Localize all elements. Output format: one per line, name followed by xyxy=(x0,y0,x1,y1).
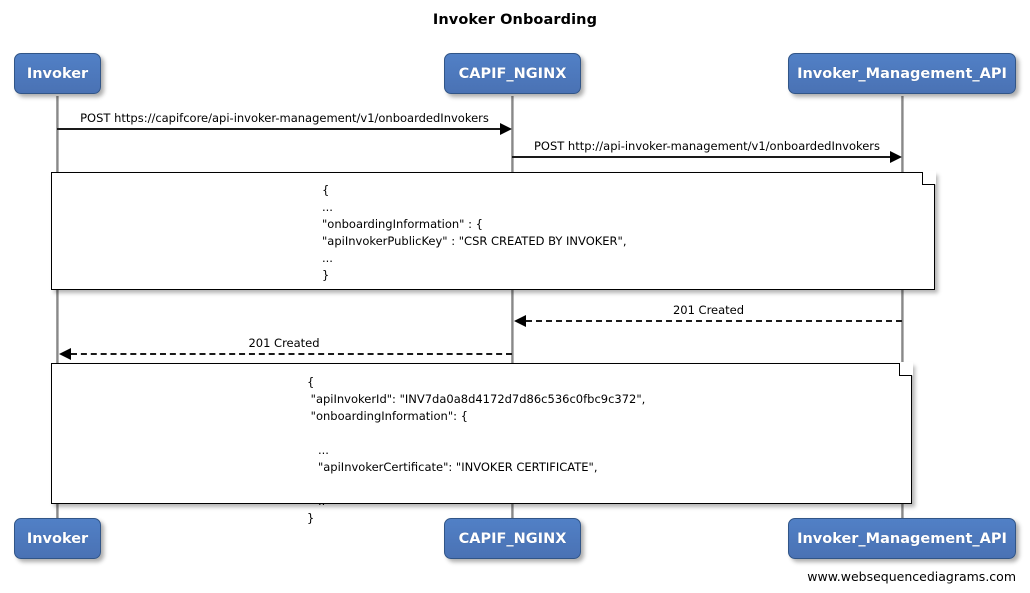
message-line-3 xyxy=(526,320,902,322)
message-arrowhead-1 xyxy=(500,123,512,135)
lifeline-capif-nginx xyxy=(511,96,514,518)
message-arrowhead-3 xyxy=(514,315,526,327)
message-line-2 xyxy=(512,156,895,158)
lifeline-invoker-management-api xyxy=(901,96,904,518)
participant-capif-nginx-top[interactable]: CAPIF_NGINX xyxy=(444,53,581,94)
participant-invoker-management-api-bottom[interactable]: Invoker_Management_API xyxy=(788,518,1016,559)
participant-label: Invoker xyxy=(26,65,89,82)
participant-invoker-top[interactable]: Invoker xyxy=(14,53,101,94)
note-response-body: { "apiInvokerId": "INV7da0a8d4172d7d86c5… xyxy=(51,362,913,525)
note-fold-icon xyxy=(922,172,935,185)
participant-label: Invoker_Management_API xyxy=(797,65,1007,82)
note-response-body-text: { "apiInvokerId": "INV7da0a8d4172d7d86c5… xyxy=(307,375,646,525)
page-title: Invoker Onboarding xyxy=(432,12,598,28)
message-line-1 xyxy=(57,128,505,130)
participant-label: Invoker_Management_API xyxy=(797,530,1007,547)
note-fold-icon xyxy=(899,363,912,376)
message-arrowhead-4 xyxy=(59,348,71,360)
message-label-3: 201 Created xyxy=(672,303,745,317)
note-request-body: { ... "onboardingInformation" : { "apiIn… xyxy=(51,171,936,290)
participant-invoker-management-api-top[interactable]: Invoker_Management_API xyxy=(788,53,1016,94)
participant-label: CAPIF_NGINX xyxy=(458,65,567,82)
message-arrowhead-2 xyxy=(890,151,902,163)
participant-invoker-bottom[interactable]: Invoker xyxy=(14,518,101,559)
lifeline-invoker xyxy=(56,96,59,518)
footer-credit: www.websequencediagrams.com xyxy=(807,569,1016,584)
participant-label: CAPIF_NGINX xyxy=(458,530,567,547)
message-label-2: POST http://api-invoker-management/v1/on… xyxy=(533,139,881,153)
message-line-4 xyxy=(71,353,512,355)
message-label-4: 201 Created xyxy=(248,336,320,350)
participant-label: Invoker xyxy=(26,530,89,547)
note-request-body-text: { ... "onboardingInformation" : { "apiIn… xyxy=(322,183,627,282)
participant-capif-nginx-bottom[interactable]: CAPIF_NGINX xyxy=(444,518,581,559)
message-label-1: POST https://capifcore/api-invoker-manag… xyxy=(80,111,489,125)
